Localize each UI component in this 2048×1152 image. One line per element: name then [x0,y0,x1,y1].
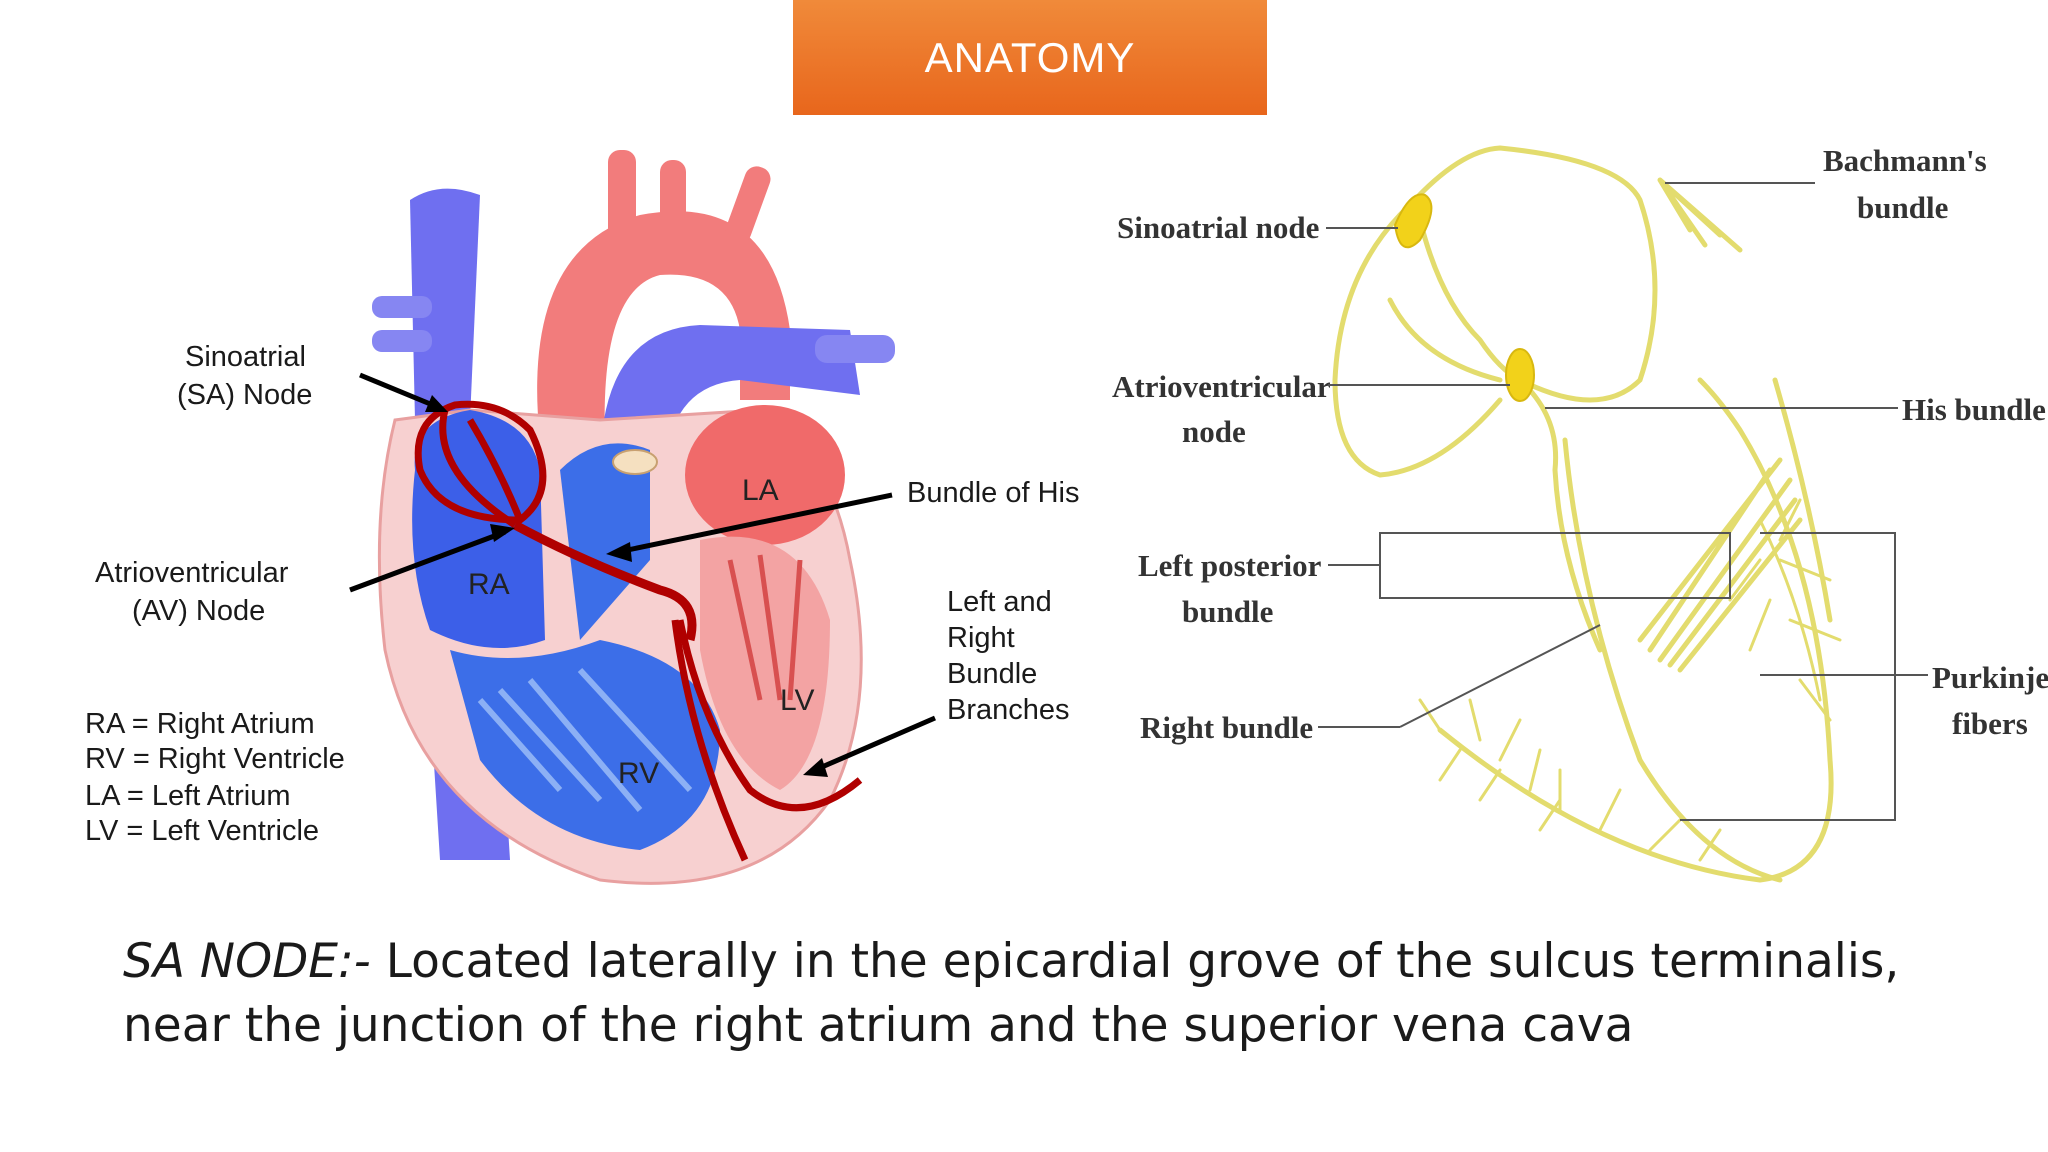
aortic-branch [608,150,636,240]
label-sa-node-line2: (SA) Node [177,379,312,411]
left-bundle-branch [676,619,863,812]
caption: SA NODE:- Located laterally in the epica… [123,930,1983,1058]
aortic-branch [725,166,771,244]
label-sinoatrial-node: Sinoatrial node [1117,210,1319,245]
label-sa-node-line1: Sinoatrial [185,341,306,373]
legend-item: LV = Left Ventricle [85,815,319,847]
title-banner: ANATOMY [793,0,1267,115]
caption-text: Located laterally in the epicardial grov… [123,934,1900,1053]
his-bundle-path [1522,382,1603,653]
pulmonary-vein-right [815,335,895,363]
sa-node-shape [1393,193,1433,249]
sa-node-arrowhead [425,395,448,412]
caption-term: SA NODE:- [123,934,371,989]
sa-node-pointer [359,372,441,411]
label-his-bundle: His bundle [1902,392,2046,427]
bachmann-fibers [1657,177,1743,253]
atrial-outline-left [1332,202,1503,478]
legend-item: LA = Left Atrium [85,780,291,812]
legend-item: RA = Right Atrium [85,708,315,740]
legend-item: RV = Right Ventricle [85,743,345,775]
label-purkinje-line1: Purkinje [1932,660,2048,695]
label-left-posterior-line2: bundle [1182,594,1273,629]
vein-stub [372,330,432,352]
label-lv: LV [780,684,814,717]
av-node-shape [1505,348,1535,402]
bundle-of-his-pointer [617,492,893,555]
branches-pointer [814,715,936,773]
vein-stub [372,296,432,318]
purkinje-bracket [1680,532,1896,821]
label-rv: RV [618,757,659,790]
internodal-tract [1387,297,1503,383]
conduction-system-illustration [1332,145,1842,883]
atrial-outline [1407,145,1658,403]
lv-papillary [727,554,803,701]
av-node-pointer [349,529,506,593]
ventricle-outline [1437,377,1834,883]
rv-trabeculae [477,667,693,812]
left-atrium [685,405,845,545]
page-title: ANATOMY [924,33,1136,81]
label-bundle-of-his: Bundle of His [907,477,1080,509]
aortic-branch [660,160,686,240]
label-bachmann-line1: Bachmann's [1823,143,1987,178]
label-branches-line1: Left and [947,586,1052,618]
right-bundle-path [1562,437,1783,883]
label-bachmann-line2: bundle [1857,190,1948,225]
heart-diagrams: RA RV LA LV Sinoatrial (SA) Node Atriove… [85,143,2048,885]
label-branches-line3: Bundle [947,658,1037,690]
av-node-arrowhead [490,524,515,542]
label-left-posterior-line1: Left posterior [1138,548,1322,583]
aorta-arch [537,211,790,440]
branches-arrowhead [803,758,828,777]
aortic-valve [612,449,658,475]
left-posterior-fascicles [1637,457,1803,673]
label-ra: RA [468,568,510,601]
bundle-of-his-arrowhead [606,542,632,562]
superior-vena-cava [410,188,480,420]
bundle-of-his-path [512,521,697,642]
label-av-node-line1: Atrioventricular [95,557,289,589]
label-av-node-line2: (AV) Node [132,595,265,627]
right-endocardium [1772,377,1833,623]
label-branches-line4: Branches [947,694,1070,726]
label-purkinje-line2: fibers [1952,706,2028,741]
right-bundle-leader-diag [1399,624,1601,728]
internodal-tract [1417,217,1523,383]
septum [560,443,650,640]
label-av-line1: Atrioventricular [1112,369,1331,404]
label-la: LA [742,474,779,507]
purkinje-network [1418,498,1842,862]
right-bundle-branch [671,619,749,862]
label-av-line2: node [1182,414,1246,449]
label-branches-line2: Right [947,622,1015,654]
internodal-pathways [439,409,524,528]
right-atrium [412,410,545,648]
left-posterior-bracket [1379,532,1731,599]
label-right-bundle: Right bundle [1140,710,1313,745]
